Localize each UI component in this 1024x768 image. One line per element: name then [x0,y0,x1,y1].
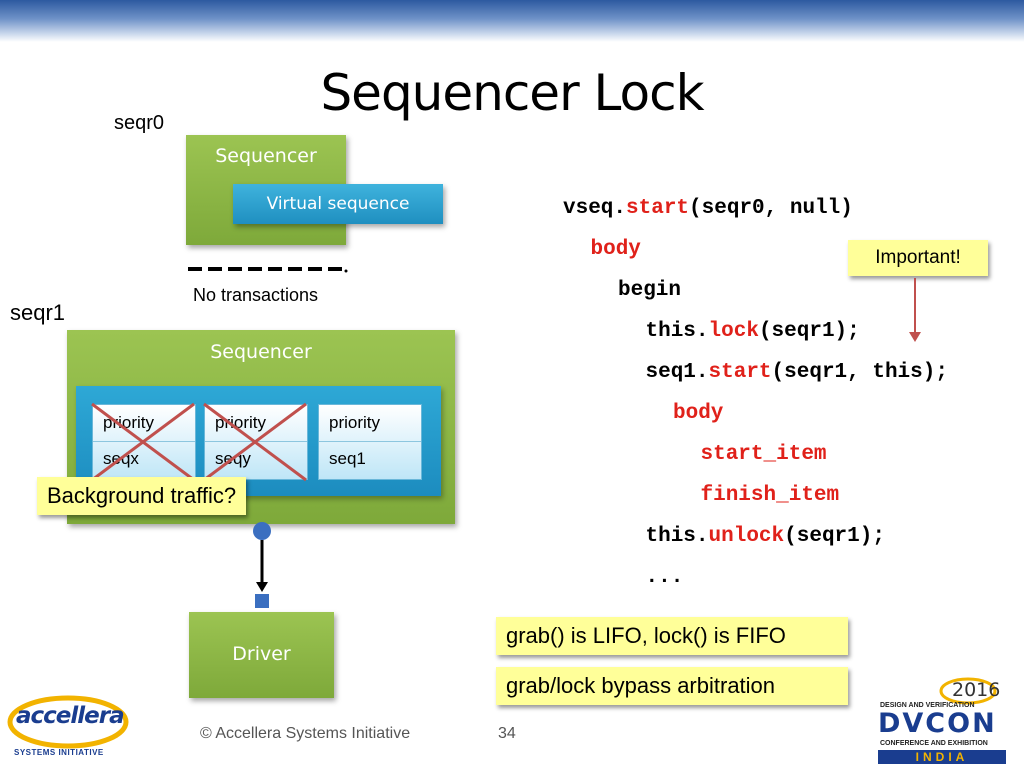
driver-connection [253,522,271,608]
code-keyword: body [673,402,724,425]
dvcon-line1: DESIGN AND VERIFICATION [880,702,975,709]
bypass-arbitration-note: grab/lock bypass arbitration [496,667,848,705]
no-transactions-dashed-line [188,267,348,273]
important-arrow [909,278,921,342]
code-keyword: start [708,361,772,384]
code-token: this. [645,525,709,548]
code-keyword: start [626,197,690,220]
seqr0-sequencer-title: Sequencer [215,145,317,167]
slot-priority: priority [329,413,381,432]
code-keyword: start_item [700,443,827,466]
important-note: Important! [848,240,988,276]
code-keyword: finish_item [700,484,840,507]
code-token: vseq. [563,197,627,220]
cross-seqx-line-b [91,402,195,482]
code-line: begin [618,279,681,302]
code-line: vseq.start(seqr0, null) [563,197,853,220]
copyright-text: © Accellera Systems Initiative [200,725,411,742]
code-token: (seqr1); [758,320,860,343]
queue-slot-seq1: priority seq1 [318,404,422,480]
code-line: this.lock(seqr1); [646,320,860,343]
slot-seq-name: seq1 [329,449,366,468]
no-transactions-label: No transactions [193,285,319,305]
code-line: finish_item [701,484,840,507]
accellera-wordmark: accellera [16,703,125,729]
slot-priority: priority [103,413,155,432]
slide-title: Sequencer Lock [320,64,704,122]
seqr1-label: seqr1 [10,300,66,325]
virtual-sequence-bar: Virtual sequence [233,184,443,224]
blocked-sequences-crosses [91,402,307,482]
code-token: this. [645,320,709,343]
code-line: body [591,238,641,261]
code-token: (seqr1); [784,525,885,548]
code-token: seq1. [645,361,709,384]
code-line: this.unlock(seqr1); [646,525,885,548]
seqr1-sequencer-title: Sequencer [210,341,312,363]
code-line: seq1.start(seqr1, this); [646,361,948,384]
dvcon-year-swoosh [939,677,997,705]
accellera-swoosh [7,695,129,749]
accellera-tagline: SYSTEMS INITIATIVE [14,748,104,757]
code-token: ... [645,566,684,589]
dvcon-region: INDIA [878,750,1006,764]
code-keyword: lock [708,320,759,343]
code-token: (seqr0, null) [689,197,853,220]
cross-seqy-line-b [203,402,307,482]
accellera-logo: accellera SYSTEMS INITIATIVE [6,692,131,762]
grab-lifo-note: grab() is LIFO, lock() is FIFO [496,617,848,655]
dvcon-wordmark: DVCON [878,708,997,739]
driver-label: Driver [232,643,291,665]
dvcon-year: 2016 [952,679,1001,701]
background-traffic-note: Background traffic? [37,477,247,515]
code-line: ... [646,566,684,589]
driver-box: Driver [189,612,334,698]
code-token: (seqr1, this); [771,361,948,384]
page-number: 34 [498,725,516,742]
seqr0-label: seqr0 [114,112,165,134]
code-keyword: body [590,238,641,261]
code-line: start_item [701,443,827,466]
code-line: body [673,402,723,425]
header-band [0,0,1024,42]
dvcon-logo: 2016 DESIGN AND VERIFICATION DVCON CONFE… [878,676,1018,764]
code-token: begin [618,279,682,302]
slot-priority: priority [215,413,267,432]
code-keyword: unlock [708,525,785,548]
dvcon-line2: CONFERENCE AND EXHIBITION [880,740,988,747]
